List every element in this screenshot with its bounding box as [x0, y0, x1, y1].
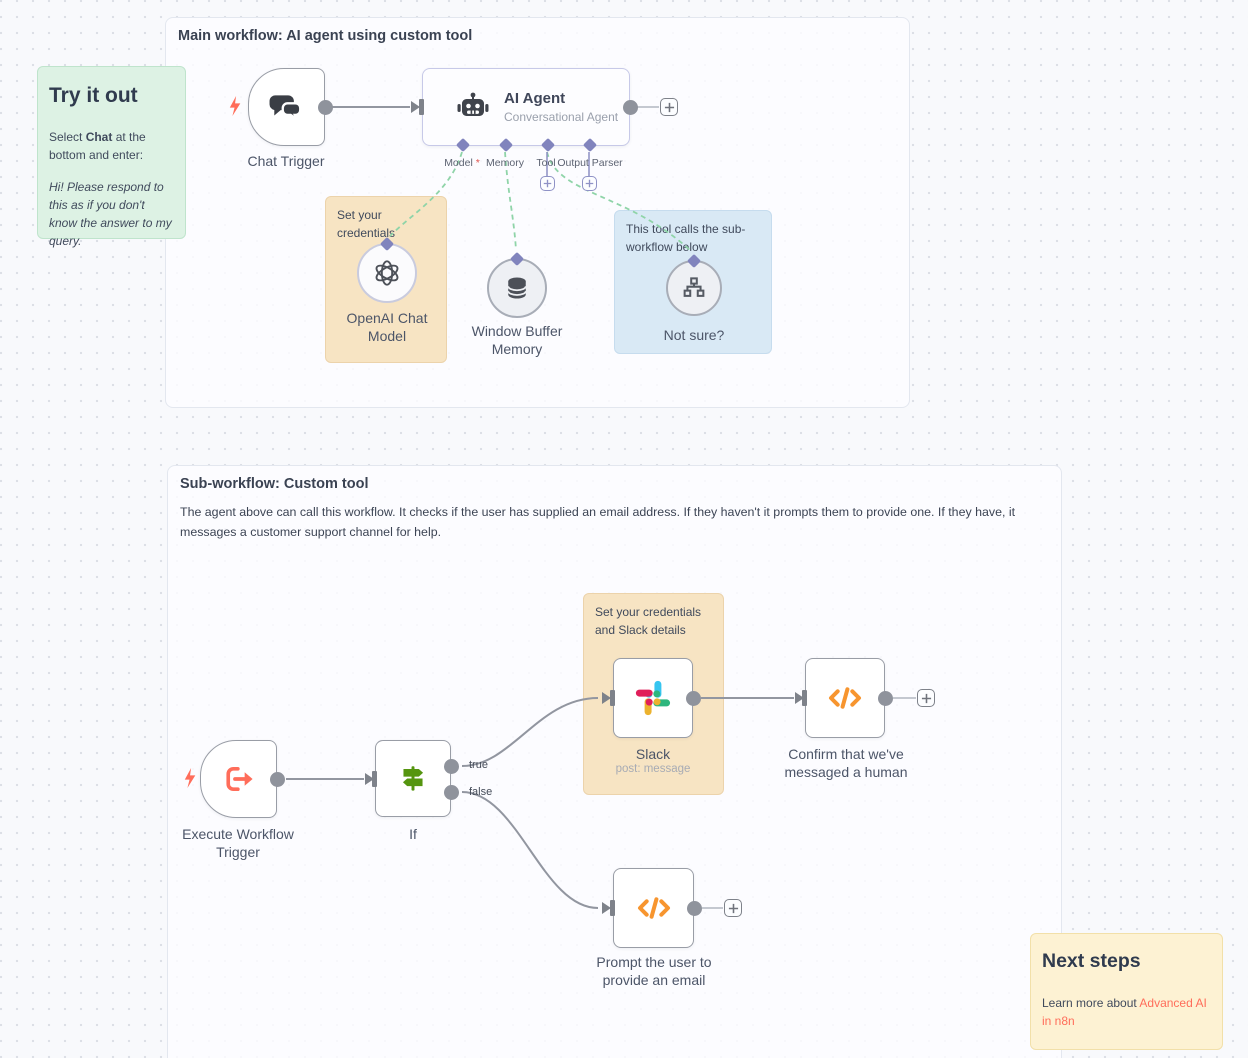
port-label-tool: Tool	[536, 157, 556, 169]
output-handle[interactable]	[622, 99, 638, 115]
lightning-icon	[184, 768, 196, 788]
output-handle[interactable]	[317, 99, 333, 115]
output-handle[interactable]	[686, 900, 702, 916]
node-label-if: If	[409, 826, 417, 842]
add-node-button-agent[interactable]	[660, 98, 678, 116]
input-handle[interactable]	[610, 900, 615, 916]
sitemap-icon	[683, 277, 705, 297]
ai-agent-subtitle: Conversational Agent	[504, 110, 619, 124]
chat-bubbles-icon	[269, 95, 301, 121]
node-chat-trigger[interactable]	[248, 68, 333, 146]
node-prompt-code[interactable]	[610, 868, 702, 948]
node-label-openai: OpenAI Chat Model	[346, 310, 428, 345]
signpost-icon	[402, 765, 424, 791]
output-label-true: true	[469, 759, 488, 771]
input-handle[interactable]	[802, 690, 807, 706]
add-output-parser-button[interactable]	[582, 176, 597, 191]
sticky-try-it-out[interactable]: Try it out Select Chat at the bottom and…	[37, 66, 186, 248]
input-handle[interactable]	[372, 770, 377, 787]
node-label-execute-trigger: Execute Workflow Trigger	[182, 826, 294, 861]
node-label-memory: Window Buffer Memory	[471, 323, 563, 358]
node-label-confirm: Confirm that we've messaged a human	[784, 746, 908, 781]
input-handle[interactable]	[419, 99, 424, 115]
port-label-memory: Memory	[486, 157, 524, 169]
output-handle[interactable]	[877, 690, 893, 706]
database-icon	[507, 277, 527, 299]
exit-arrow-icon	[225, 766, 253, 792]
advanced-ai-link[interactable]: Advanced AI in n8n	[1042, 996, 1207, 1029]
sticky-try-it-out-line1: Select Chat at the bottom and enter:	[49, 129, 146, 162]
openai-icon	[375, 260, 399, 286]
output-handle-true[interactable]	[443, 759, 459, 774]
output-handle[interactable]	[685, 690, 701, 706]
sticky-slack-credentials-text: Set your credentials and Slack details	[595, 605, 702, 637]
sticky-set-credentials-text: Set your credentials	[337, 208, 396, 240]
node-if[interactable]	[372, 740, 459, 817]
sticky-next-steps[interactable]: Next steps Learn more about Advanced AI …	[1030, 933, 1223, 1050]
add-tool-button[interactable]	[540, 176, 555, 191]
add-node-button-confirm[interactable]	[917, 689, 935, 707]
sticky-tool-calls-text: This tool calls the sub-workflow below	[626, 222, 746, 254]
plus-icon	[664, 102, 674, 112]
node-subtitle-slack: post: message	[615, 763, 691, 775]
node-label-prompt: Prompt the user to provide an email	[596, 954, 712, 989]
output-handle[interactable]	[269, 771, 285, 787]
node-label-chat-trigger: Chat Trigger	[247, 153, 325, 169]
port-label-output-parser: Output Parser	[557, 157, 623, 169]
node-label-not-sure: Not sure?	[663, 327, 725, 343]
sticky-try-it-out-title: Try it out	[49, 84, 138, 107]
node-window-buffer-memory[interactable]	[487, 251, 547, 318]
code-icon	[829, 687, 861, 709]
add-node-button-prompt[interactable]	[724, 899, 742, 917]
sub-workflow-title: Sub-workflow: Custom tool	[180, 476, 369, 492]
sub-workflow-description: The agent above can call this workflow. …	[180, 505, 1016, 539]
plus-icon	[585, 179, 594, 188]
node-slack[interactable]	[610, 658, 701, 738]
slack-icon	[635, 680, 671, 716]
robot-icon	[457, 92, 489, 116]
sub-workflow-panel: Sub-workflow: Custom tool The agent abov…	[167, 465, 1062, 1058]
sticky-try-it-out-quote: Hi! Please respond to this as if you don…	[49, 179, 172, 248]
plus-icon	[543, 179, 552, 188]
node-label-slack: Slack	[635, 746, 671, 762]
node-not-sure-tool[interactable]	[666, 253, 722, 316]
node-confirm-code[interactable]	[802, 658, 893, 738]
sticky-next-steps-title: Next steps	[1042, 950, 1141, 972]
required-asterisk: *	[475, 157, 480, 169]
main-workflow-title: Main workflow: AI agent using custom too…	[178, 28, 473, 44]
lightning-icon	[229, 96, 241, 116]
node-ai-agent[interactable]: AI Agent Conversational Agent	[419, 68, 638, 153]
node-openai-chat-model[interactable]	[357, 236, 417, 303]
plus-icon	[728, 903, 738, 913]
code-icon	[637, 897, 670, 919]
ai-agent-title: AI Agent	[504, 90, 566, 107]
output-label-false: false	[469, 786, 493, 798]
input-handle[interactable]	[610, 690, 615, 706]
sticky-next-steps-text: Learn more about Advanced AI in n8n	[1042, 996, 1207, 1029]
output-handle-false[interactable]	[443, 785, 459, 800]
plus-icon	[921, 693, 931, 703]
port-label-model: Model *	[444, 157, 480, 169]
node-execute-workflow-trigger[interactable]	[200, 740, 285, 818]
